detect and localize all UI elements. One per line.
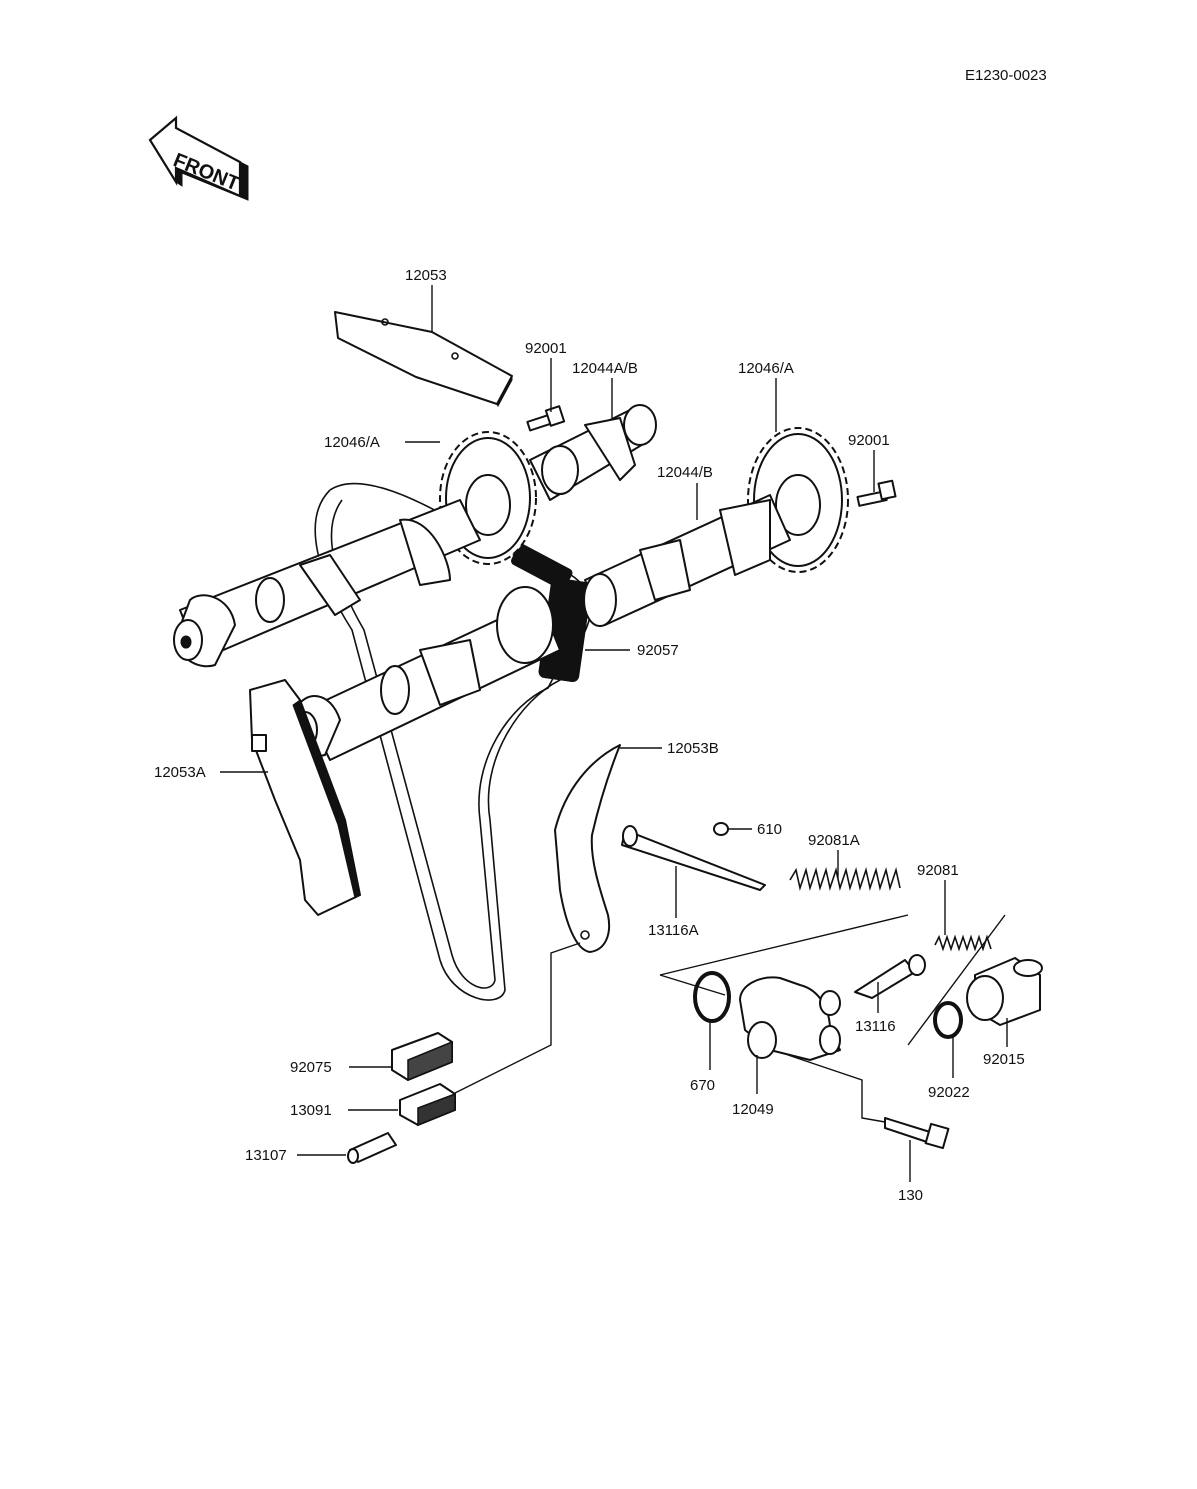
- bolt-left: [526, 405, 566, 432]
- explode-line-2: [659, 974, 726, 996]
- damper: [391, 1032, 453, 1082]
- label-12044b: 12044/B: [657, 464, 713, 481]
- rear-chain-guide: [249, 679, 361, 916]
- tensioner-body: [739, 976, 841, 1061]
- holder: [399, 1083, 456, 1127]
- label-13116a: 13116A: [648, 922, 699, 939]
- label-92015: 92015: [983, 1051, 1025, 1068]
- label-13116: 13116: [855, 1018, 896, 1035]
- label-670: 670: [690, 1077, 715, 1094]
- top-chain-guide: [334, 311, 513, 408]
- explode-line-holder: [454, 942, 581, 1094]
- label-610: 610: [757, 821, 782, 838]
- bolt-right: [856, 479, 897, 507]
- label-12049: 12049: [732, 1101, 774, 1118]
- label-92081: 92081: [917, 862, 959, 879]
- spring-small: [934, 934, 992, 952]
- tensioner-guide: [554, 744, 621, 953]
- chain-links: [511, 544, 592, 683]
- cap: [966, 957, 1043, 1026]
- label-92022: 92022: [928, 1084, 970, 1101]
- label-13107: 13107: [245, 1147, 287, 1164]
- label-12046a-right: 12046/A: [738, 360, 794, 377]
- pivot-pin: [347, 1132, 397, 1164]
- explode-line-bolt: [787, 1054, 886, 1123]
- push-rod: [621, 825, 766, 891]
- label-130: 130: [898, 1187, 923, 1204]
- label-12046a-left: 12046/A: [324, 434, 380, 451]
- camshaft-front: [173, 499, 481, 668]
- label-12053: 12053: [405, 267, 447, 284]
- label-92057: 92057: [637, 642, 679, 659]
- spring-large: [789, 867, 901, 891]
- camshaft-rear: [289, 586, 561, 761]
- label-92081a: 92081A: [808, 832, 860, 849]
- label-92001-right: 92001: [848, 432, 890, 449]
- washer: [933, 1001, 963, 1039]
- o-ring: [693, 971, 731, 1023]
- pin: [713, 822, 729, 836]
- plunger: [854, 954, 926, 999]
- bolt-bottom: [884, 1117, 950, 1150]
- diagram-code: E1230-0023: [965, 67, 1047, 84]
- label-92075: 92075: [290, 1059, 332, 1076]
- explode-line-1: [659, 914, 909, 976]
- label-12053a: 12053A: [154, 764, 206, 781]
- front-arrow-icon: FRONT: [148, 115, 249, 201]
- label-92001-left: 92001: [525, 340, 567, 357]
- left-camshaft: [529, 404, 657, 501]
- right-camshaft: [583, 494, 791, 627]
- label-13091: 13091: [290, 1102, 332, 1119]
- explode-line-3: [907, 914, 1006, 1046]
- label-12053b: 12053B: [667, 740, 719, 757]
- label-12044ab: 12044A/B: [572, 360, 638, 377]
